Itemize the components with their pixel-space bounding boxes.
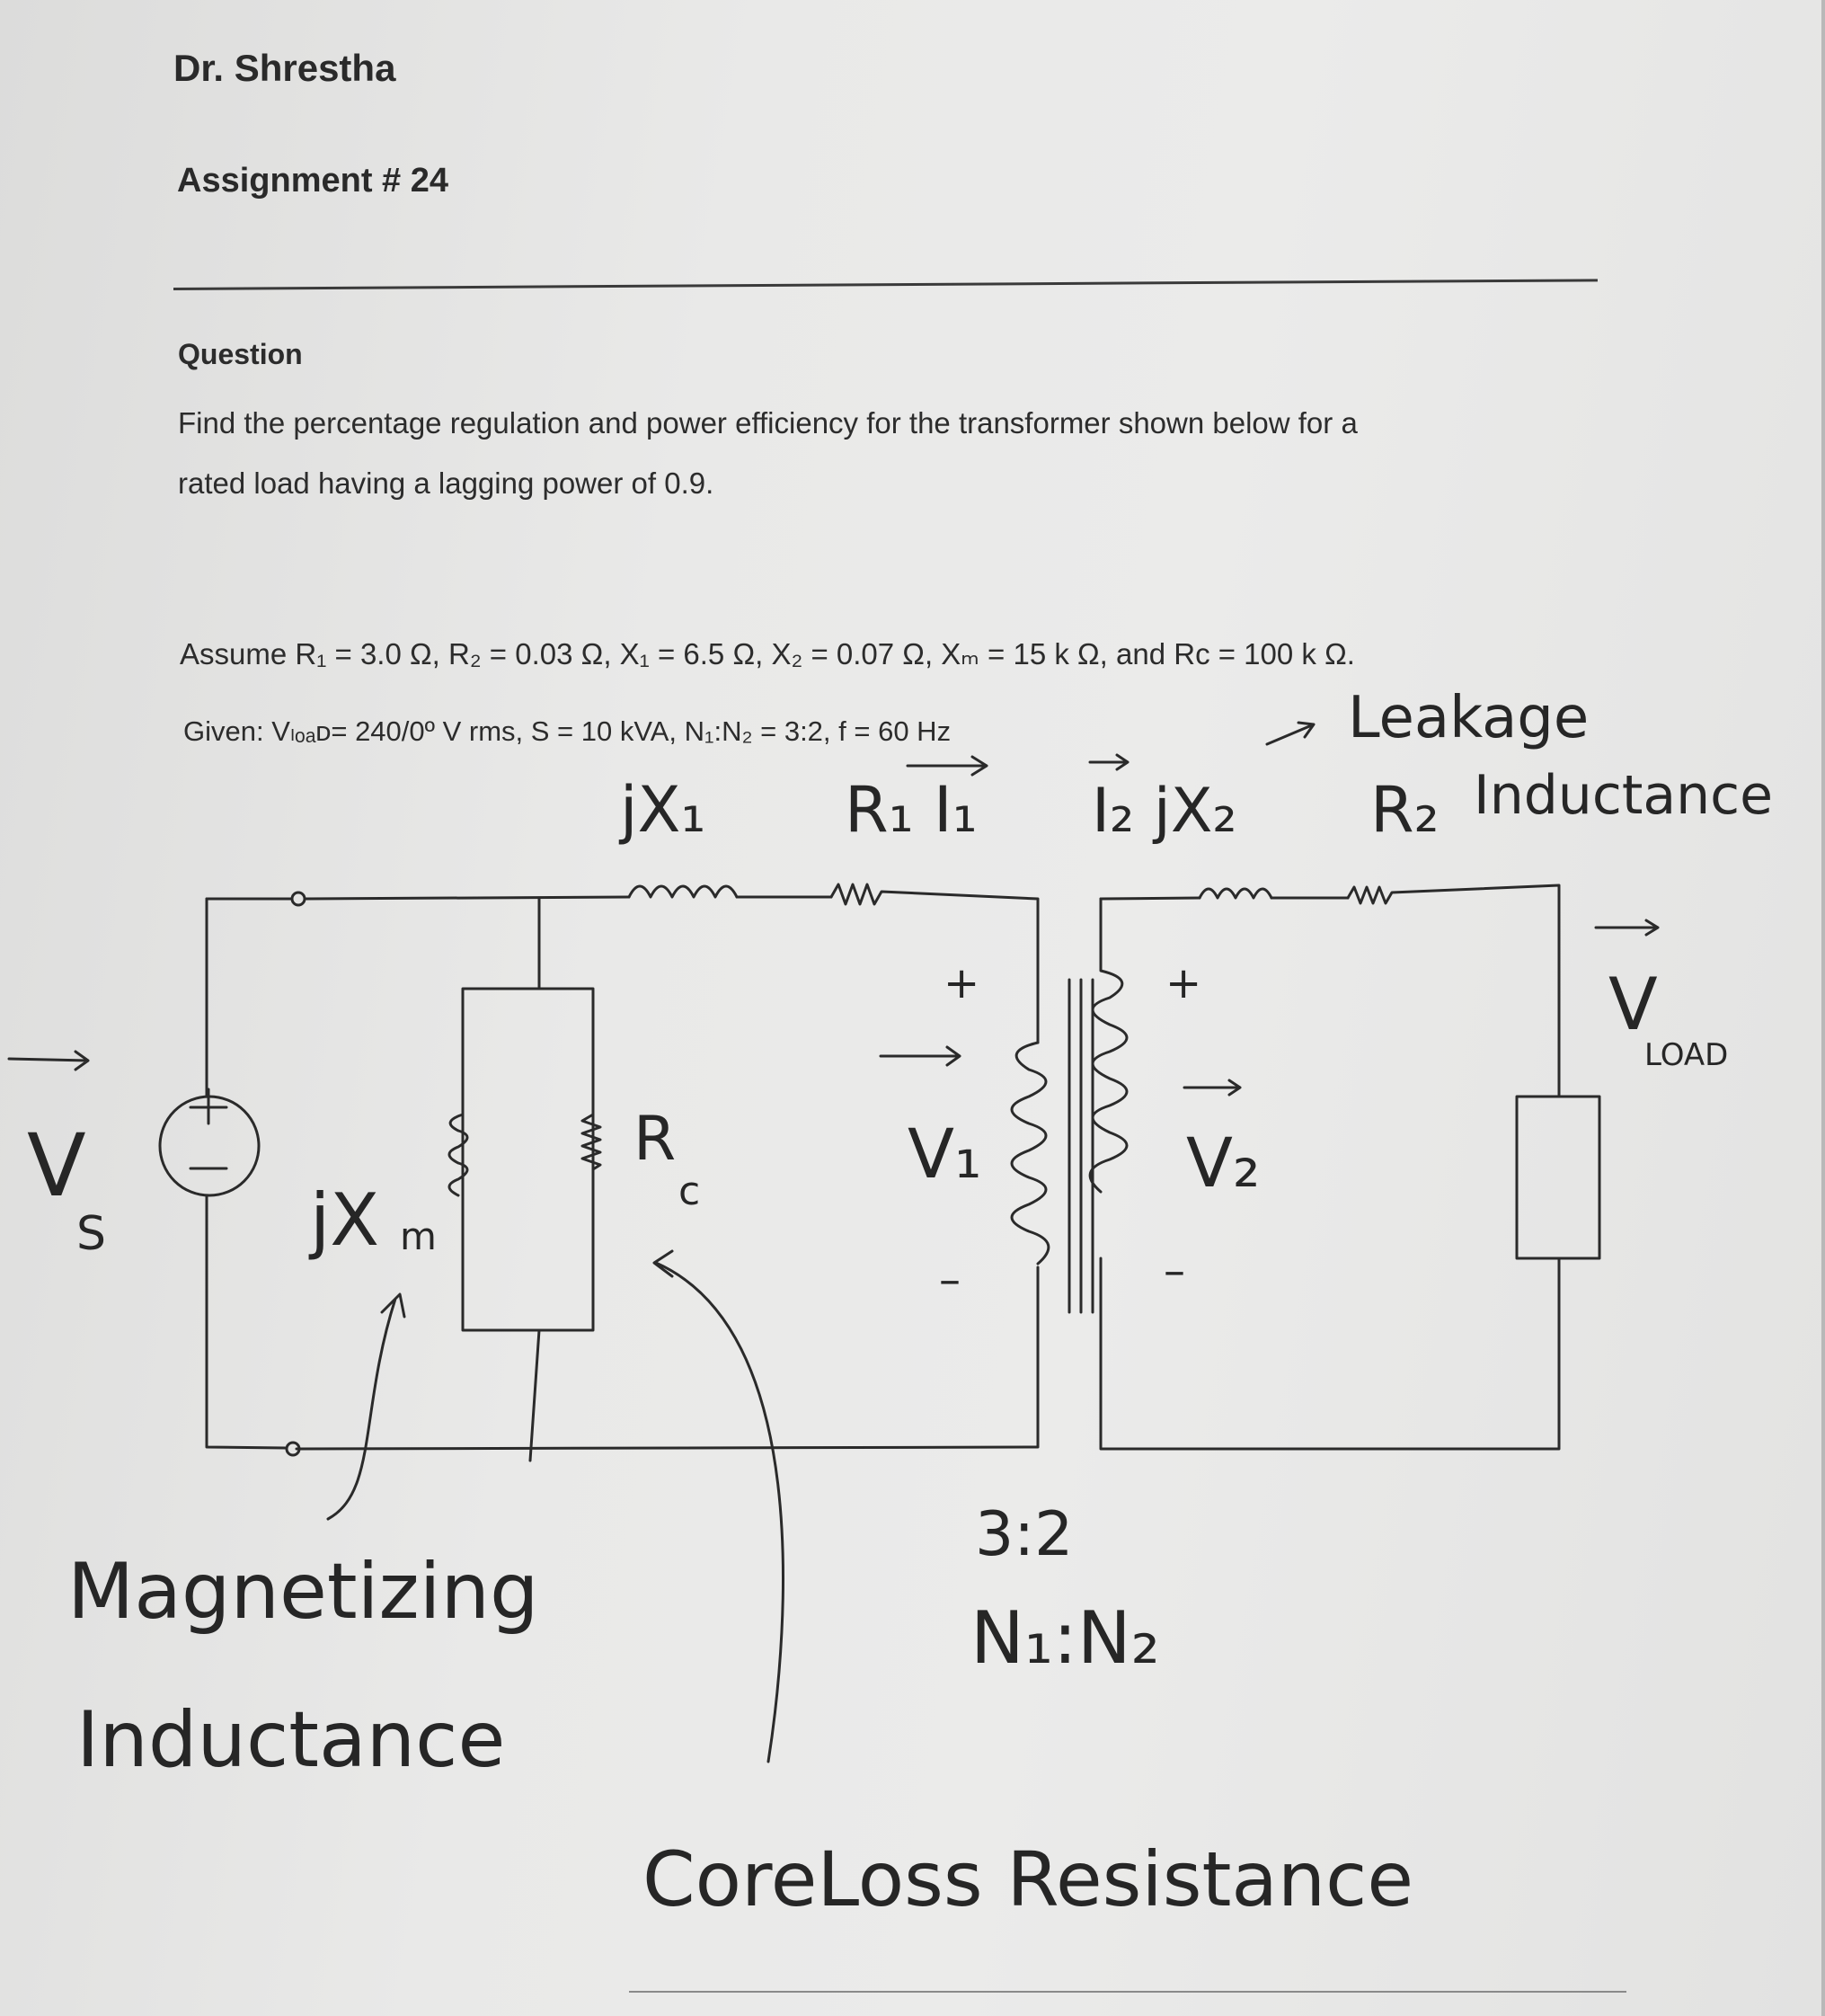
leakage-label: Leakage [1348, 685, 1589, 751]
question-text-line-2: rated load having a lagging power of 0.9… [178, 466, 714, 500]
v2-plus: + [1165, 958, 1201, 1008]
terminal-bottom-left [285, 1441, 301, 1457]
v2-minus: – [1164, 1246, 1185, 1296]
vs-arrow [7, 1050, 90, 1071]
v1-plus: + [944, 958, 979, 1008]
author-name: Dr. Shrestha [173, 47, 396, 89]
leakage-arrow [1265, 721, 1316, 746]
v2-label: V₂ [1186, 1123, 1260, 1203]
shunt-branch [461, 897, 595, 1462]
secondary-winding [1088, 897, 1129, 1194]
load-resistor [1515, 1095, 1601, 1260]
i2-arrow [1088, 753, 1130, 771]
coreloss-arrow [652, 1249, 784, 1763]
v1-label: V₁ [908, 1114, 981, 1194]
assume-values: Assume R₁ = 3.0 Ω, R₂ = 0.03 Ω, X₁ = 6.5… [180, 637, 1355, 671]
x2-inductor [1198, 887, 1273, 900]
rc-resistor [580, 1113, 602, 1171]
rc-label: R [633, 1104, 676, 1175]
page-edge [1821, 0, 1825, 2016]
coreloss-annotation: CoreLoss Resistance [642, 1835, 1413, 1923]
jx1-label: jX₁ [618, 773, 705, 847]
primary-winding [1010, 1041, 1050, 1266]
r2-resistor [1346, 884, 1561, 1098]
inductance-annotation: Inductance [76, 1695, 505, 1785]
turns-ratio-label: N₁:N₂ [970, 1596, 1160, 1680]
v1-arrow [879, 1045, 961, 1067]
question-heading: Question [178, 338, 303, 370]
turns-ratio-value: 3:2 [975, 1499, 1073, 1570]
vload-label: V [1608, 963, 1658, 1046]
xm-inductor [447, 1113, 469, 1197]
jxm-label: jX [308, 1178, 379, 1262]
vs-subscript: S [76, 1207, 106, 1261]
given-values: Given: Vₗₒₐᴅ= 240/0º V rms, S = 10 kVA, … [183, 715, 952, 747]
v2-arrow [1183, 1079, 1242, 1097]
jxm-subscript: m [400, 1214, 437, 1258]
rc-subscript: c [678, 1168, 700, 1214]
leakage-inductance-label: Inductance [1474, 764, 1773, 827]
magnetizing-annotation: Magnetizing [67, 1547, 539, 1637]
r2-label: R₂ [1370, 773, 1440, 847]
x1-inductor [627, 884, 739, 899]
r1-i1-label: R₁ I₁ [845, 773, 978, 847]
v1-minus: – [939, 1255, 961, 1305]
vload-arrow [1594, 919, 1660, 937]
assignment-title: Assignment # 24 [177, 162, 448, 200]
i1-arrow [906, 755, 988, 777]
transformer-core [1068, 978, 1094, 1314]
vs-label: V [27, 1115, 86, 1216]
i2-jx2-label: I₂ jX₂ [1092, 776, 1237, 847]
bottom-divider [629, 1991, 1626, 1993]
primary-top-wire [205, 895, 631, 901]
vload-subscript: LOAD [1644, 1037, 1728, 1073]
question-text-line-1: Find the percentage regulation and power… [178, 406, 1358, 440]
magnetizing-arrow [326, 1292, 406, 1521]
r1-resistor [829, 883, 1040, 1044]
terminal-top-left [290, 891, 306, 907]
